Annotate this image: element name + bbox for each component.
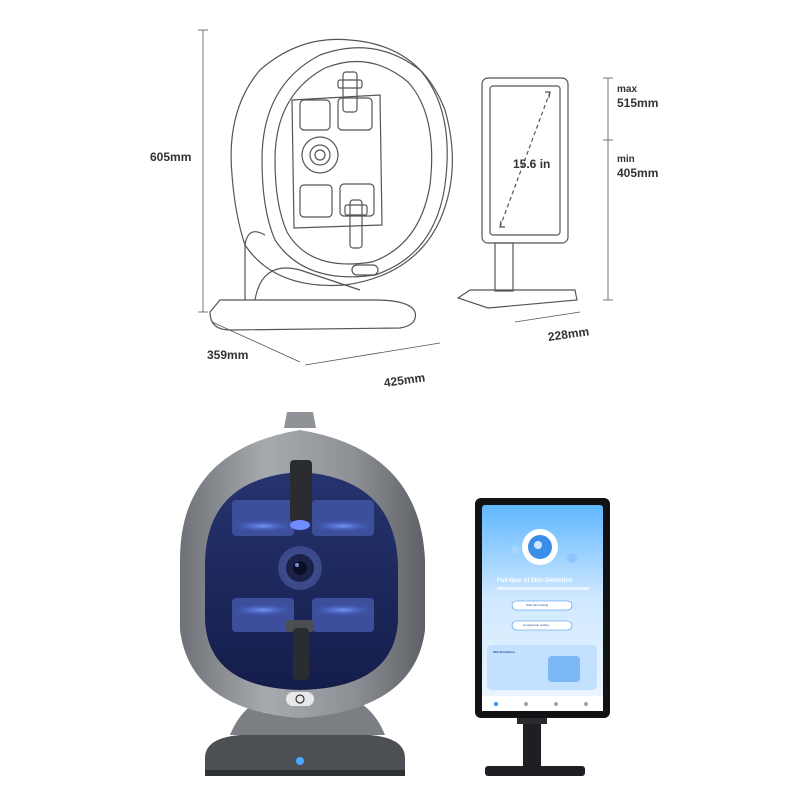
screen-min-value: 405mm [617,166,659,180]
screen-max-value: 515mm [617,96,659,110]
bottom-light-panels [232,598,374,632]
camera-lens-icon [278,546,322,590]
tablet-start-button[interactable]: Start skin testing [526,603,549,607]
dimension-drawing: 15.6 in [198,29,613,366]
depth-dimension: 359mm [207,348,249,362]
power-light-icon [296,757,304,765]
height-dimension: 605mm [150,150,192,164]
logo-icon [286,692,314,706]
top-light-panels [232,500,374,536]
tablet-card-title: Skin Prediction [493,650,515,654]
chin-rest-icon [286,620,314,680]
screen-diagonal-label: 15.6 in [513,157,550,171]
screen-min-label: min [617,154,635,165]
screen-max-label: max [617,84,638,95]
tablet-compare-button[interactable]: Comparison testing [523,623,549,627]
tablet-headline: Full-face AI Skin Detection [497,578,573,584]
forehead-rest-icon [290,460,312,522]
device-render [180,412,610,776]
